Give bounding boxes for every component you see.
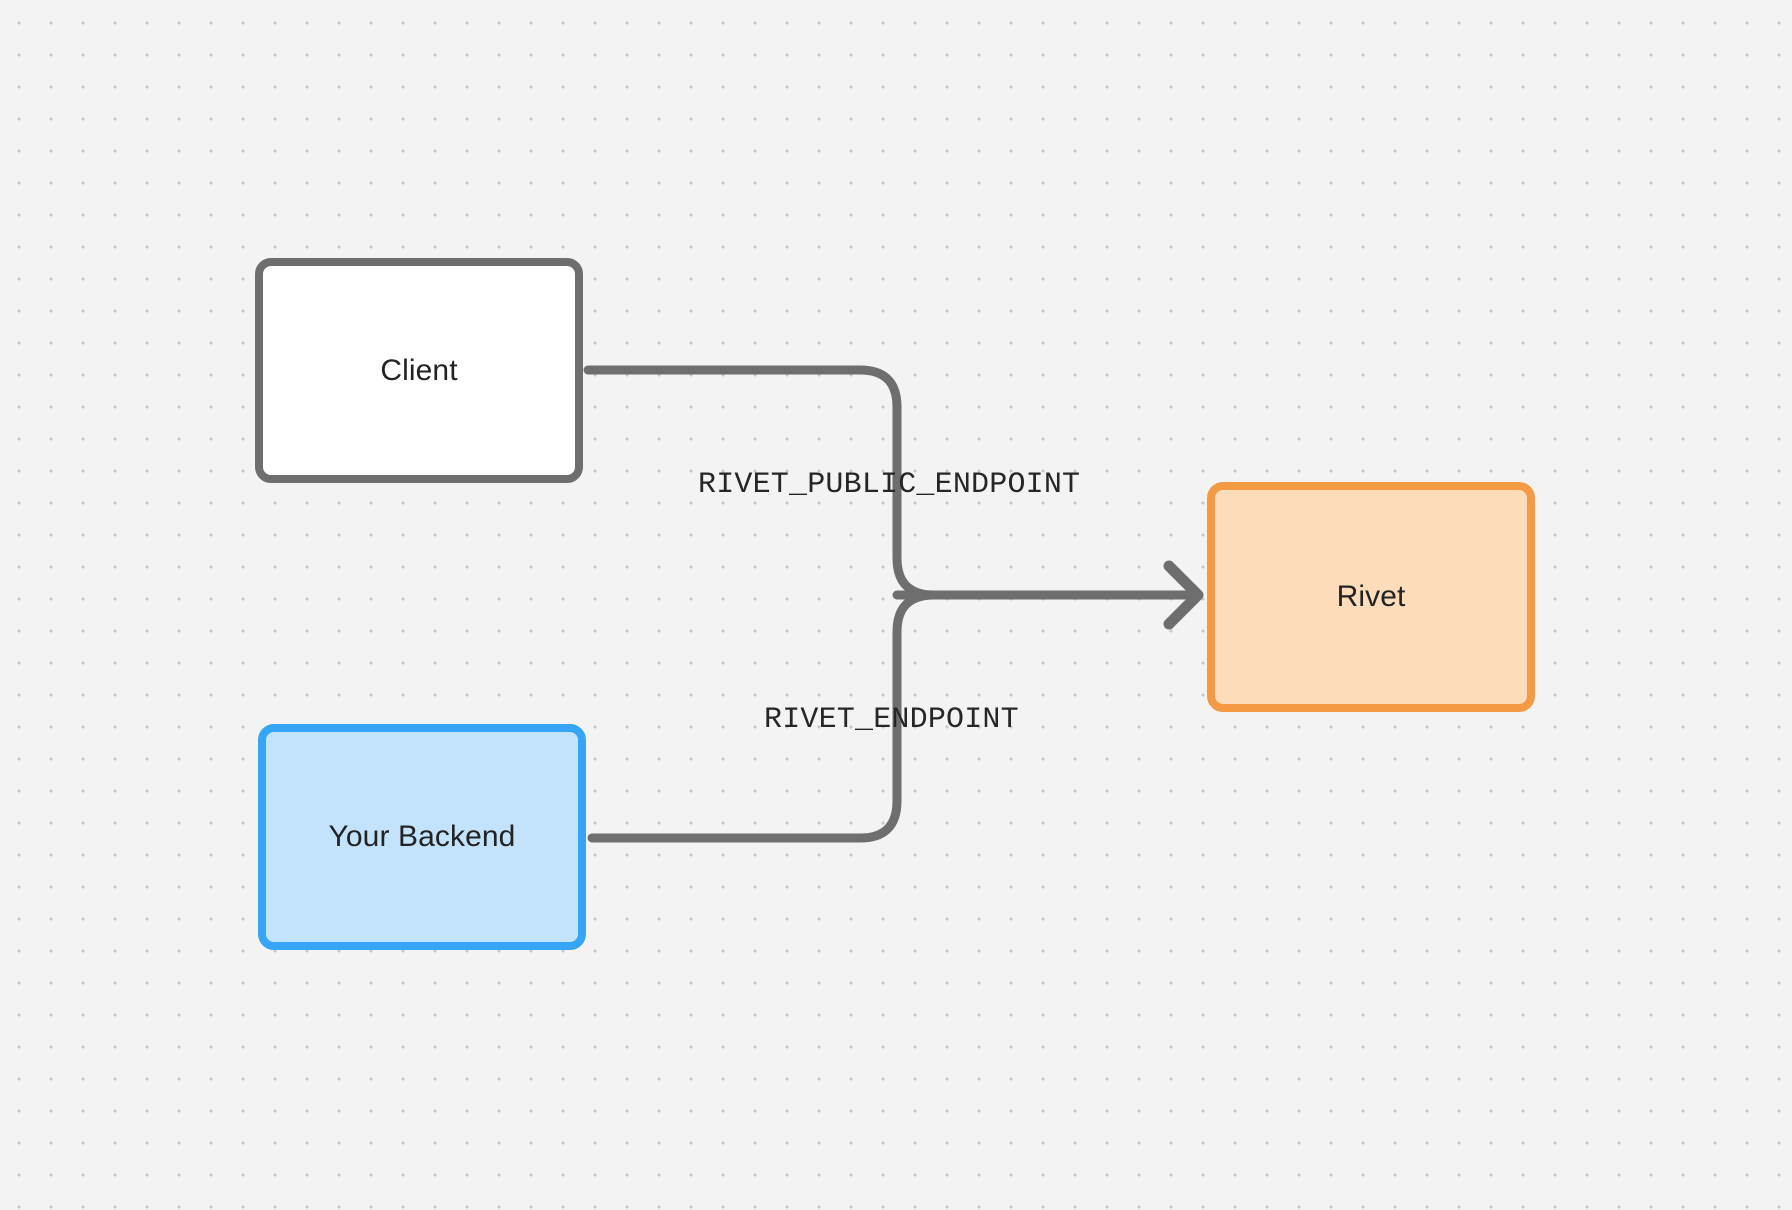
node-your-backend-label: Your Backend: [328, 820, 516, 853]
node-rivet[interactable]: Rivet: [1207, 482, 1535, 712]
edge-label-rivet-endpoint: RIVET_ENDPOINT: [764, 703, 1019, 737]
node-your-backend[interactable]: Your Backend: [258, 724, 586, 950]
node-client-label: Client: [380, 353, 458, 387]
node-rivet-label: Rivet: [1336, 580, 1406, 613]
arrowhead-icon: [1163, 560, 1204, 630]
edge-label-rivet-public-endpoint: RIVET_PUBLIC_ENDPOINT: [698, 468, 1081, 502]
node-client[interactable]: Client: [255, 258, 583, 483]
